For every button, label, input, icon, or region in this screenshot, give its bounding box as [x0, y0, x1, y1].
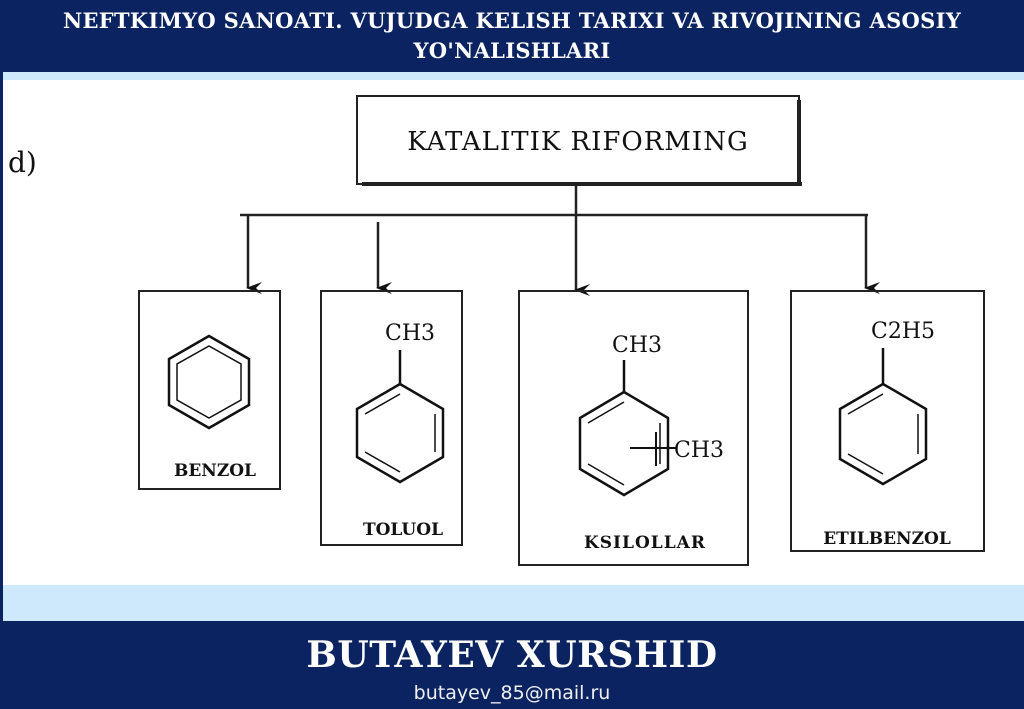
product-benzol: BENZOL [138, 290, 281, 490]
benzene-ring-icon [167, 334, 251, 430]
product-toluol: CH3 TOLUOL [320, 290, 463, 546]
substituent-2: CH3 [674, 438, 724, 463]
author-name: BUTAYEV XURSHID [306, 634, 718, 676]
product-name: ETILBENZOL [823, 529, 951, 549]
substituent: CH3 [385, 321, 435, 346]
root-label: KATALITIK RIFORMING [407, 127, 748, 157]
product-name: KSILOLLAR [584, 533, 706, 553]
reforming-diagram: d) KATALITIK RIFORMING BENZOL CH3 TOLUOL… [8, 95, 985, 566]
author-email: butayev_85@mail.ru [413, 682, 611, 704]
footer: BUTAYEV XURSHID butayev_85@mail.ru [0, 621, 1024, 709]
substituent: CH3 [612, 333, 662, 358]
bottom-accent-strip [3, 585, 1024, 621]
benzene-ring-icon [355, 382, 445, 484]
diagram-label: d) [8, 146, 37, 179]
product-name: TOLUOL [363, 520, 443, 540]
slide-title: NEFTKIMYO SANOATI. VUJUDGA KELISH TARIXI… [0, 0, 1024, 72]
product-ksilollar: CH3 CH3 KSILOLLAR [518, 290, 749, 566]
top-accent-strip [0, 72, 1024, 80]
benzene-ring-icon [578, 390, 670, 497]
substituent: C2H5 [871, 319, 935, 344]
product-etilbenzol: C2H5 ETILBENZOL [790, 290, 985, 552]
diagram-area: d) KATALITIK RIFORMING BENZOL CH3 TOLUOL… [3, 80, 1024, 585]
benzene-ring-icon [838, 382, 928, 486]
connector-lines [240, 186, 880, 296]
left-accent-bar [0, 72, 3, 622]
product-name: BENZOL [174, 461, 256, 481]
